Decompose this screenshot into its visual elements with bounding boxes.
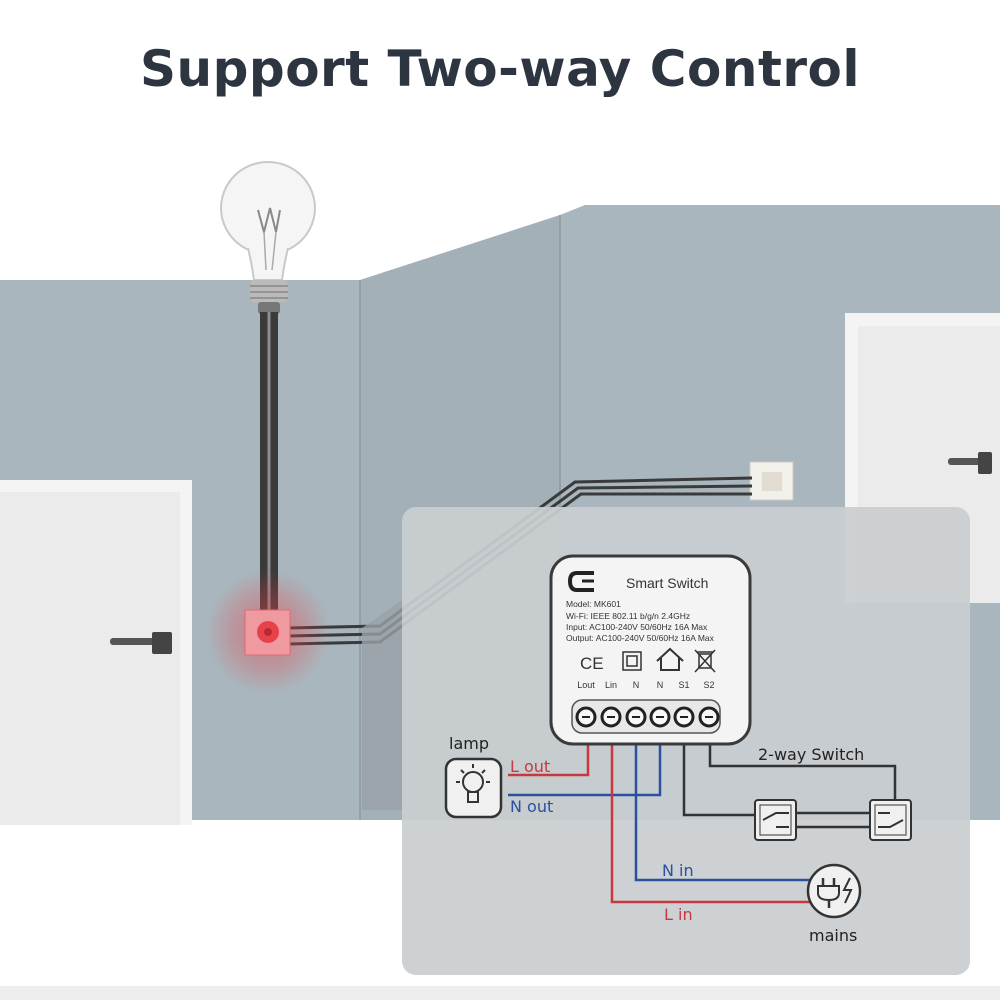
power-plug-icon — [806, 863, 862, 919]
terminal-label: N — [657, 680, 664, 690]
two-way-switch-1 — [754, 799, 797, 841]
two-way-switch-label: 2-way Switch — [758, 745, 864, 764]
terminal-label: N — [633, 680, 640, 690]
brand-logo-icon — [567, 571, 594, 592]
ce-mark: CE — [580, 654, 604, 673]
terminal-label: Lout — [577, 680, 595, 690]
smart-switch-device: Smart Switch Model: MK601 Wi-Fi: IEEE 80… — [549, 554, 752, 746]
l-out-label: L out — [510, 757, 550, 776]
device-input: Input: AC100-240V 50/60Hz 16A Max — [566, 622, 708, 632]
n-in-wire — [634, 722, 810, 882]
lamp-icon — [444, 757, 503, 819]
house-icon — [656, 647, 684, 671]
device-brand: Smart Switch — [626, 575, 708, 591]
two-way-switch-2 — [869, 799, 912, 841]
light-bulb-icon — [220, 161, 316, 314]
lamp-label: lamp — [449, 734, 489, 753]
page-title: Support Two-way Control — [140, 40, 860, 98]
terminal-label: Lin — [605, 680, 617, 690]
double-insulation-icon — [622, 651, 642, 671]
n-in-label: N in — [662, 861, 694, 880]
n-out-label: N out — [510, 797, 553, 816]
n-out-wire — [508, 722, 662, 797]
l-in-wire — [610, 722, 830, 904]
panel-wires — [508, 722, 897, 904]
junction-box-highlight — [206, 570, 330, 694]
device-output: Output: AC100-240V 50/60Hz 16A Max — [566, 633, 715, 643]
weee-bin-icon — [694, 649, 716, 673]
bottom-strip — [0, 986, 1000, 1000]
device-model: Model: MK601 — [566, 599, 621, 609]
terminal-label: S2 — [703, 680, 714, 690]
left-door — [0, 480, 192, 825]
s1-wire — [682, 722, 755, 817]
wall-light-switch — [749, 461, 794, 501]
mains-label: mains — [809, 926, 857, 945]
device-wifi: Wi-Fi: IEEE 802.11 b/g/n 2.4GHz — [566, 611, 690, 621]
terminal-label: S1 — [678, 680, 689, 690]
l-in-label: L in — [664, 905, 693, 924]
